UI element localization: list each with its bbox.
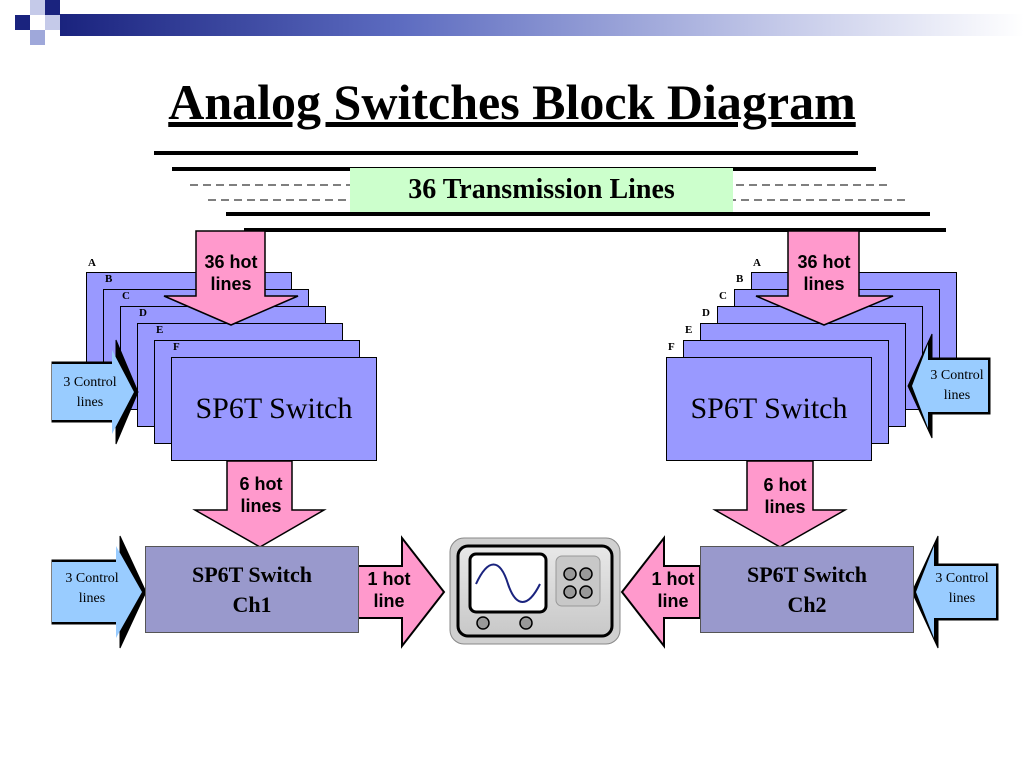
right-bottom-control-line1: 3 Control [935,571,989,586]
left-mid-arrow-text: 6 hot lines [211,473,311,517]
right-mid-down-arrow [712,460,848,548]
left-switch-front: SP6T Switch [171,357,377,461]
right-mid-arrow-line2: lines [764,497,806,517]
left-output-arrow [357,535,446,649]
left-top-arrow-line1: 36 hot [204,252,258,272]
right-upper-control-text: 3 Control lines [917,366,997,406]
header-square-4 [30,30,45,45]
right-output-line1: 1 hot [651,569,695,589]
header-square-5 [45,0,60,15]
right-top-arrow-line2: lines [803,274,845,294]
header-square-1 [15,15,30,30]
left-output-line1: 1 hot [367,569,411,589]
left-output-line2: line [373,591,405,611]
right-letter-d: D [702,307,710,319]
right-letter-b: B [736,273,744,285]
right-bottom-control-line2: lines [948,591,976,606]
left-upper-control-text: 3 Control lines [50,373,130,413]
right-upper-control-line1: 3 Control [930,368,984,383]
channel-1-line2: Ch1 [232,591,272,617]
right-switch-label: SP6T Switch [690,392,848,425]
oscilloscope-icon [449,537,621,645]
channel-2-line2: Ch2 [787,591,827,617]
right-letter-e: E [685,324,693,336]
header-square-3 [45,15,60,30]
right-top-down-arrow [755,230,894,326]
channel-2-line1: SP6T Switch [746,561,867,587]
left-mid-down-arrow [192,460,327,548]
right-switch-front: SP6T Switch [666,357,872,461]
right-upper-control-line2: lines [943,388,971,403]
right-output-arrow [620,535,701,649]
left-mid-arrow-line2: lines [240,496,282,516]
left-letter-f: F [173,341,180,353]
left-upper-control-line2: lines [76,395,104,410]
right-letter-a: A [753,257,761,269]
channel-2-box: SP6T Switch Ch2 [700,546,914,633]
left-output-text: 1 hot line [358,568,420,612]
left-bottom-control-text: 3 Control lines [52,569,132,609]
left-letter-b: B [105,273,113,285]
left-letter-d: D [139,307,147,319]
right-letter-f: F [668,341,675,353]
left-switch-label: SP6T Switch [195,392,353,425]
right-output-line2: line [657,591,689,611]
transmission-lines-label: 36 Transmission Lines [350,168,733,212]
left-mid-arrow-line1: 6 hot [239,474,283,494]
slide-title: Analog Switches Block Diagram [168,74,856,130]
right-top-arrow-line1: 36 hot [797,252,851,272]
left-top-arrow-text: 36 hot lines [181,251,281,295]
right-mid-arrow-text: 6 hot lines [735,474,835,518]
left-bottom-control-line2: lines [78,591,106,606]
left-upper-control-line1: 3 Control [63,375,117,390]
header-gradient-bar [60,14,1024,36]
right-letter-c: C [719,290,727,302]
left-letter-c: C [122,290,130,302]
header-square-2 [30,0,45,15]
right-bottom-control-text: 3 Control lines [922,569,1002,609]
left-letter-a: A [88,257,96,269]
left-bottom-control-line1: 3 Control [65,571,119,586]
left-top-arrow-line2: lines [210,274,252,294]
left-top-down-arrow [163,230,299,326]
left-letter-e: E [156,324,164,336]
right-top-arrow-text: 36 hot lines [774,251,874,295]
channel-1-line1: SP6T Switch [191,561,312,587]
channel-1-box: SP6T Switch Ch1 [145,546,359,633]
right-mid-arrow-line1: 6 hot [763,475,807,495]
right-output-text: 1 hot line [642,568,704,612]
